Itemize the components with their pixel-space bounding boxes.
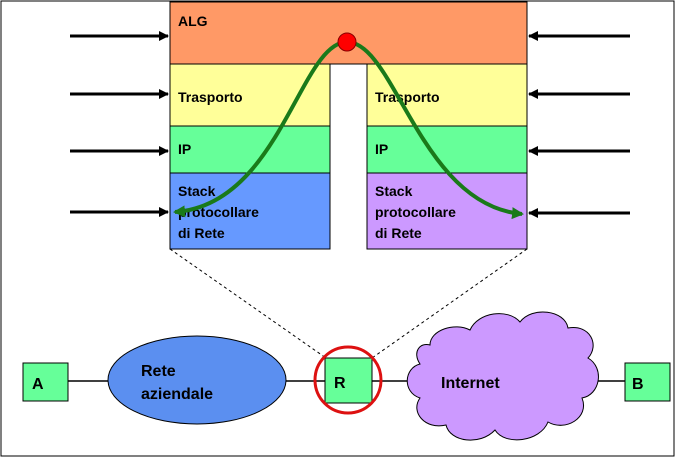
left-ip-label: IP — [178, 141, 191, 157]
data-flow-curve-up — [173, 40, 348, 218]
left-network-label-line-1: Stack — [178, 183, 216, 199]
left-transport-layer — [169, 63, 331, 127]
router-highlight-ring — [313, 345, 383, 415]
left-transport-label: Trasporto — [178, 89, 243, 105]
right-network-label-line-2: protocollare — [375, 204, 456, 220]
alg-label: ALG — [178, 13, 208, 29]
enterprise-network-label-line-2: aziendale — [141, 386, 213, 403]
internet-cloud — [406, 311, 599, 441]
right-ip-label: IP — [375, 141, 388, 157]
left-network-label-line-2: protocollare — [178, 204, 259, 220]
zoom-line-right — [371, 248, 528, 359]
host-a-box — [22, 362, 69, 402]
zoom-line-left — [169, 248, 327, 359]
right-ip-layer — [366, 125, 528, 174]
right-network-label-line-1: Stack — [375, 183, 413, 199]
alg-layer — [169, 1, 528, 65]
router-box — [324, 357, 373, 404]
host-b-box — [624, 362, 671, 402]
host-b-label: B — [632, 376, 644, 393]
right-transport-label: Trasporto — [375, 89, 440, 105]
left-ip-layer — [169, 125, 331, 174]
internet-label: Internet — [441, 375, 500, 392]
host-a-label: A — [32, 376, 44, 393]
right-transport-layer — [366, 63, 528, 127]
enterprise-network-ellipse — [107, 335, 287, 425]
alg-processing-point — [337, 32, 357, 52]
enterprise-network-label-line-1: Rete — [141, 363, 176, 380]
right-network-label-line-3: di Rete — [375, 225, 422, 241]
data-flow-curve-down — [346, 40, 524, 220]
router-label: R — [334, 375, 346, 392]
left-network-label-line-3: di Rete — [178, 225, 225, 241]
